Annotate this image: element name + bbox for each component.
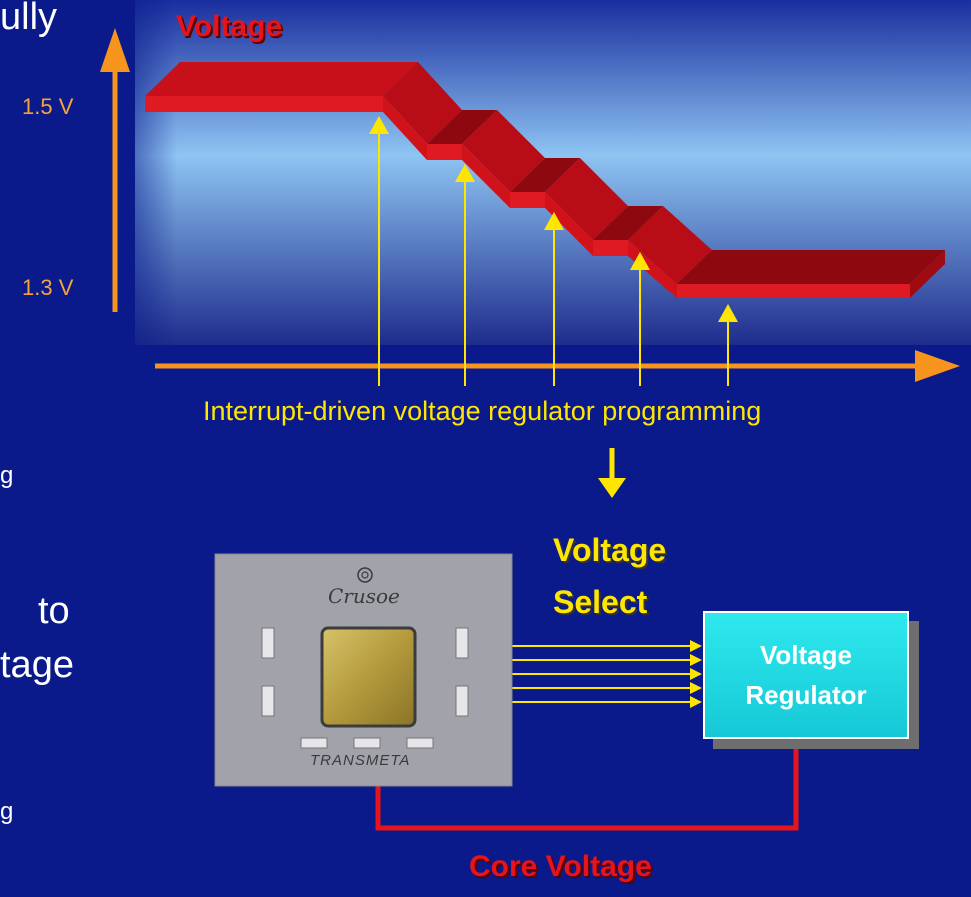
regulator-line-2: Regulator (745, 680, 867, 710)
left-text-fragment-5: g (0, 798, 14, 825)
left-text-fragment-3: to (38, 590, 70, 632)
caption-text: Interrupt-driven voltage regulator progr… (203, 396, 762, 426)
right-arrow-icon (155, 350, 960, 382)
regulator-line-1: Voltage (760, 640, 852, 670)
up-arrow-icon (100, 28, 130, 312)
core-voltage-feedback (375, 736, 799, 831)
crusoe-chip (214, 553, 513, 787)
left-text-fragment-2: g (0, 462, 14, 489)
voltage-regulator-box: Voltage Regulator (703, 611, 909, 739)
voltage-high-label: 1.5 V (22, 94, 74, 119)
core-voltage-label: Core Voltage (469, 850, 652, 883)
voltage-select-bus (512, 640, 702, 708)
voltage-select-label-1: Voltage (553, 532, 667, 568)
chip-logo-text: Crusoe (328, 584, 400, 608)
voltage-select-label-2: Select (553, 584, 648, 620)
left-text-fragment-1: ully (0, 0, 58, 38)
chart-title: Voltage (176, 10, 283, 43)
interrupt-arrows (369, 116, 738, 386)
voltage-low-label: 1.3 V (22, 275, 74, 300)
chip-brand-text: TRANSMETA (310, 752, 411, 769)
left-text-fragment-4: tage (0, 644, 74, 686)
down-arrow-icon (598, 448, 626, 498)
